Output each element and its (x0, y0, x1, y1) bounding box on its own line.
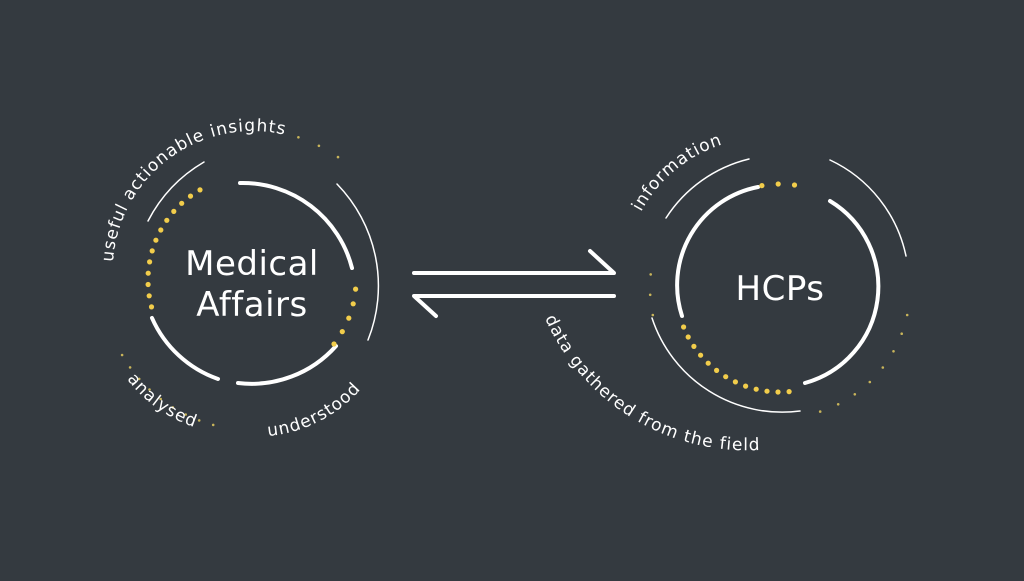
yellow-dot (775, 389, 781, 395)
yellow-dot (171, 208, 177, 214)
hcps-outer-arc-right (829, 159, 907, 257)
arrow-right (412, 249, 616, 275)
exchange-arrows (412, 249, 616, 318)
yellow-dot (353, 286, 359, 292)
yellow-dot (764, 388, 770, 394)
yellow-dot (179, 200, 185, 206)
faint-dot (649, 273, 652, 276)
yellow-dot (145, 270, 151, 276)
faint-dot (868, 380, 872, 384)
yellow-dot (145, 281, 151, 288)
label-useful-actionable-insights: useful actionable insights (98, 116, 288, 263)
faint-dot (297, 136, 300, 139)
medical-affairs-node: Medical Affairs useful actionable insigh… (98, 116, 380, 441)
hcps-node: HCPs information data gathered from the … (540, 130, 909, 456)
hcps-faint-dotted-arc (648, 273, 909, 413)
medical-affairs-faint-dotted-arc (120, 136, 340, 427)
faint-dot (184, 413, 187, 416)
hcps-title: HCPs (736, 269, 825, 309)
faint-dot (818, 410, 822, 413)
faint-dot (120, 353, 124, 357)
faint-dot (171, 406, 175, 409)
faint-dot (905, 313, 909, 317)
hcps-outer-arc-bottom (651, 317, 801, 413)
yellow-dot (685, 334, 691, 340)
faint-dot (137, 377, 141, 381)
medical-affairs-title-line1: Medical (185, 244, 319, 284)
yellow-dot (149, 248, 155, 254)
arrow-left (412, 294, 616, 318)
label-analysed: analysed (123, 369, 200, 432)
yellow-dot (714, 367, 720, 373)
yellow-dot (743, 383, 749, 389)
medical-affairs-outer-arc-top (147, 161, 205, 222)
hcps-outer-arc-top (665, 158, 750, 219)
yellow-dot (732, 379, 739, 385)
yellow-dot (759, 183, 765, 189)
yellow-dot (187, 193, 194, 199)
yellow-dot (331, 341, 337, 347)
medical-affairs-outer-arc-right (336, 183, 380, 341)
medical-affairs-inner-arc-top (238, 180, 354, 270)
yellow-dot (705, 360, 711, 366)
yellow-dot (147, 259, 153, 265)
faint-dot (881, 366, 885, 369)
yellow-dot (164, 217, 170, 223)
yellow-dot (723, 374, 729, 380)
yellow-dot (753, 386, 759, 392)
faint-dot (197, 419, 201, 422)
yellow-dot (158, 227, 164, 233)
faint-dot (892, 350, 895, 353)
faint-dot (651, 313, 655, 317)
yellow-dot (153, 237, 159, 243)
yellow-dot (146, 293, 152, 299)
medical-affairs-title-line2: Affairs (196, 285, 307, 325)
label-information: information (628, 130, 725, 214)
yellow-dot (791, 182, 798, 188)
hcps-inner-arc-right (803, 199, 881, 385)
faint-dot (900, 332, 903, 336)
yellow-dot (698, 352, 704, 358)
hcps-dotted-arc (681, 181, 798, 395)
hcps-inner-arc-left (675, 185, 760, 318)
medical-affairs-inner-arc-bottom (236, 344, 338, 386)
yellow-dot (148, 304, 155, 310)
medical-affairs-dotted-arc (145, 187, 359, 347)
yellow-dot (350, 301, 356, 307)
yellow-dot (786, 389, 792, 395)
yellow-dot (339, 329, 345, 335)
yellow-dot (681, 324, 687, 330)
label-understood: understood (266, 378, 365, 441)
medical-affairs-inner-arc-left (150, 316, 220, 381)
faint-dot (336, 155, 340, 159)
label-data-gathered-from-the-field: data gathered from the field (540, 312, 761, 456)
yellow-dot (775, 181, 781, 187)
faint-dot (836, 403, 840, 406)
yellow-dot (197, 187, 203, 193)
faint-dot (211, 423, 215, 427)
yellow-dot (346, 315, 352, 321)
faint-dot (317, 144, 321, 148)
faint-dot (648, 293, 652, 297)
yellow-dot (691, 343, 697, 349)
faint-dot (128, 366, 132, 369)
faint-dot (853, 393, 857, 396)
faint-dot (159, 397, 162, 401)
faint-dot (148, 388, 151, 391)
